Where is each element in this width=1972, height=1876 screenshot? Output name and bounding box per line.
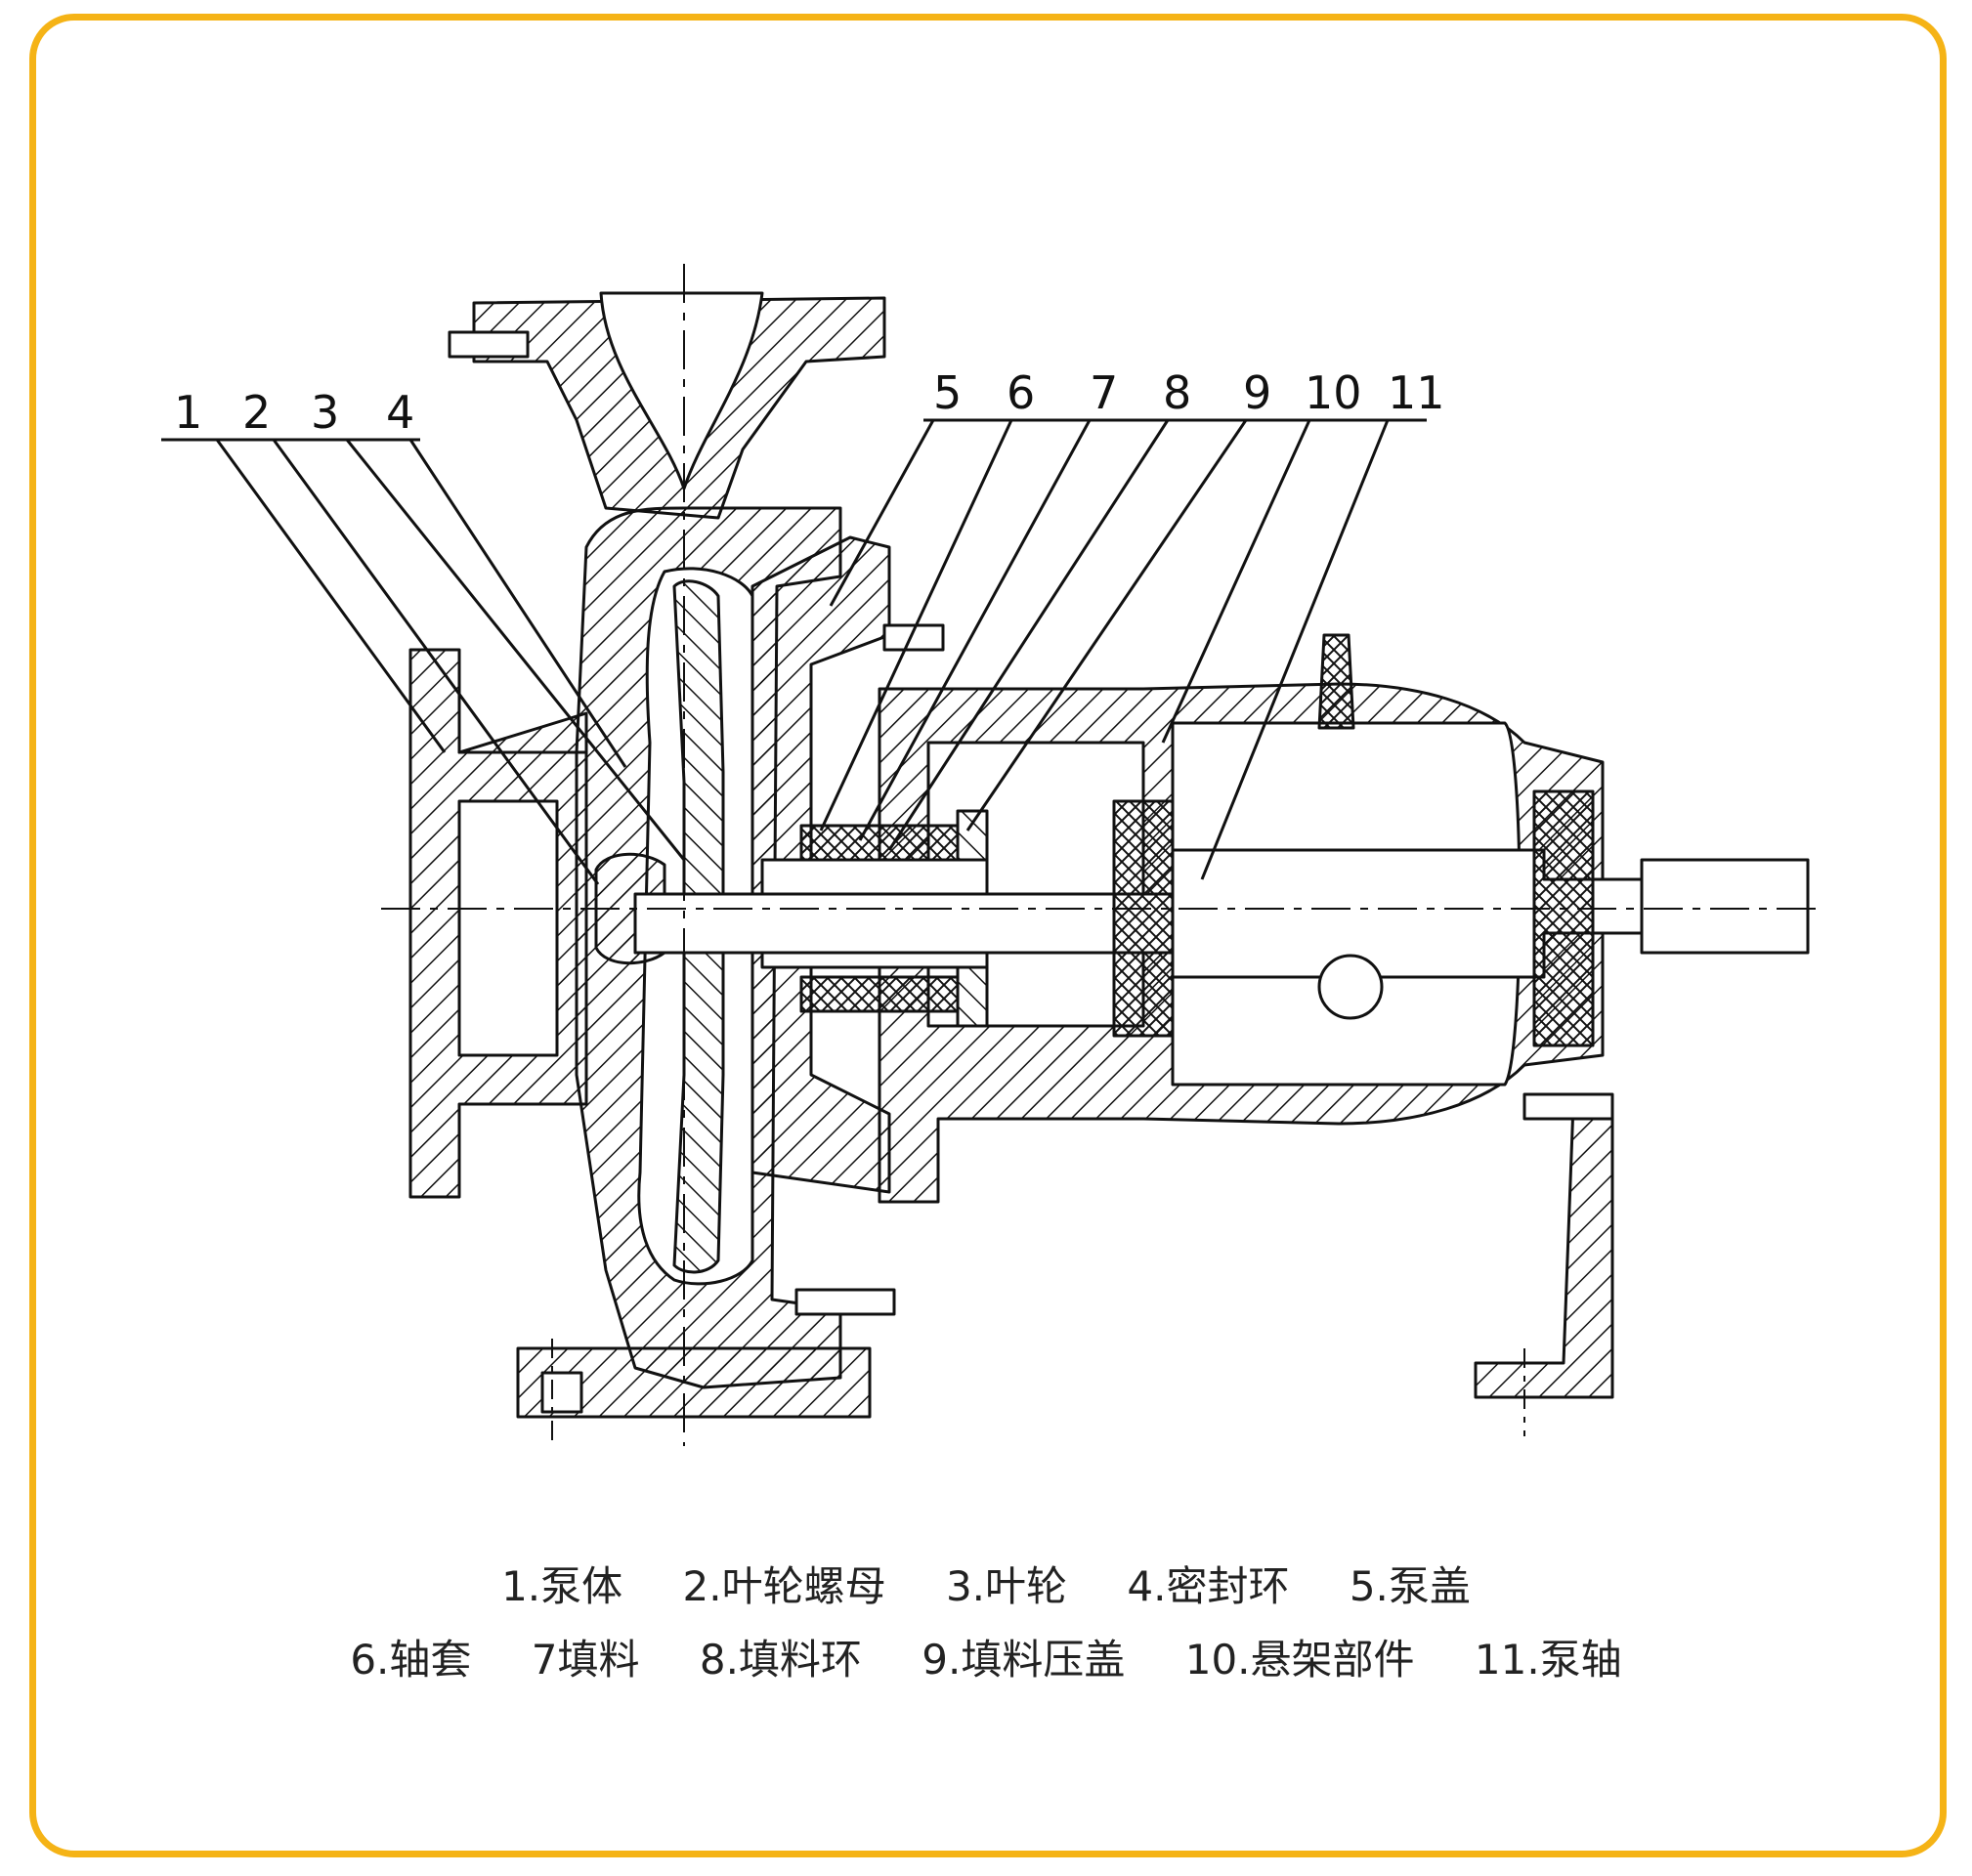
callout-8: 8 xyxy=(1163,366,1191,419)
legend-row: 1.泵体 2.叶轮螺母 3.叶轮 4.密封环 5.泵盖 xyxy=(0,1554,1972,1613)
rear-support xyxy=(1474,1102,1614,1399)
callout-3: 3 xyxy=(311,386,339,439)
callout-9: 9 xyxy=(1243,366,1271,419)
bearing-rear xyxy=(1532,789,1595,1047)
callout-7: 7 xyxy=(1090,366,1118,419)
legend-item: 7填料 xyxy=(531,1636,640,1684)
callout-10: 10 xyxy=(1305,366,1362,419)
oil-cup xyxy=(1317,633,1355,730)
bearing-front xyxy=(1112,799,1175,1038)
legend-item: 10.悬架部件 xyxy=(1184,1636,1415,1684)
packing-lower xyxy=(799,975,960,1013)
legend-item: 9.填料压盖 xyxy=(922,1636,1126,1684)
packing-gland-lower xyxy=(956,965,989,1028)
callout-6: 6 xyxy=(1007,366,1035,419)
packing-upper xyxy=(799,824,960,862)
legend-item: 4.密封环 xyxy=(1127,1562,1290,1610)
legend-item: 8.填料环 xyxy=(699,1636,862,1684)
callout-2: 2 xyxy=(242,386,271,439)
legend-row: 6.轴套 7填料 8.填料环 9.填料压盖 10.悬架部件 11.泵轴 xyxy=(0,1627,1972,1686)
callout-1: 1 xyxy=(174,386,202,439)
legend-item: 6.轴套 xyxy=(350,1636,472,1684)
legend-item: 2.叶轮螺母 xyxy=(682,1562,886,1610)
callout-5: 5 xyxy=(933,366,962,419)
callout-4: 4 xyxy=(386,386,414,439)
legend-item: 11.泵轴 xyxy=(1474,1636,1622,1684)
legend-item: 3.叶轮 xyxy=(945,1562,1068,1610)
legend-item: 1.泵体 xyxy=(501,1562,623,1610)
callout-11: 11 xyxy=(1388,366,1445,419)
pump-foot xyxy=(516,1346,872,1419)
legend-item: 5.泵盖 xyxy=(1349,1562,1471,1610)
